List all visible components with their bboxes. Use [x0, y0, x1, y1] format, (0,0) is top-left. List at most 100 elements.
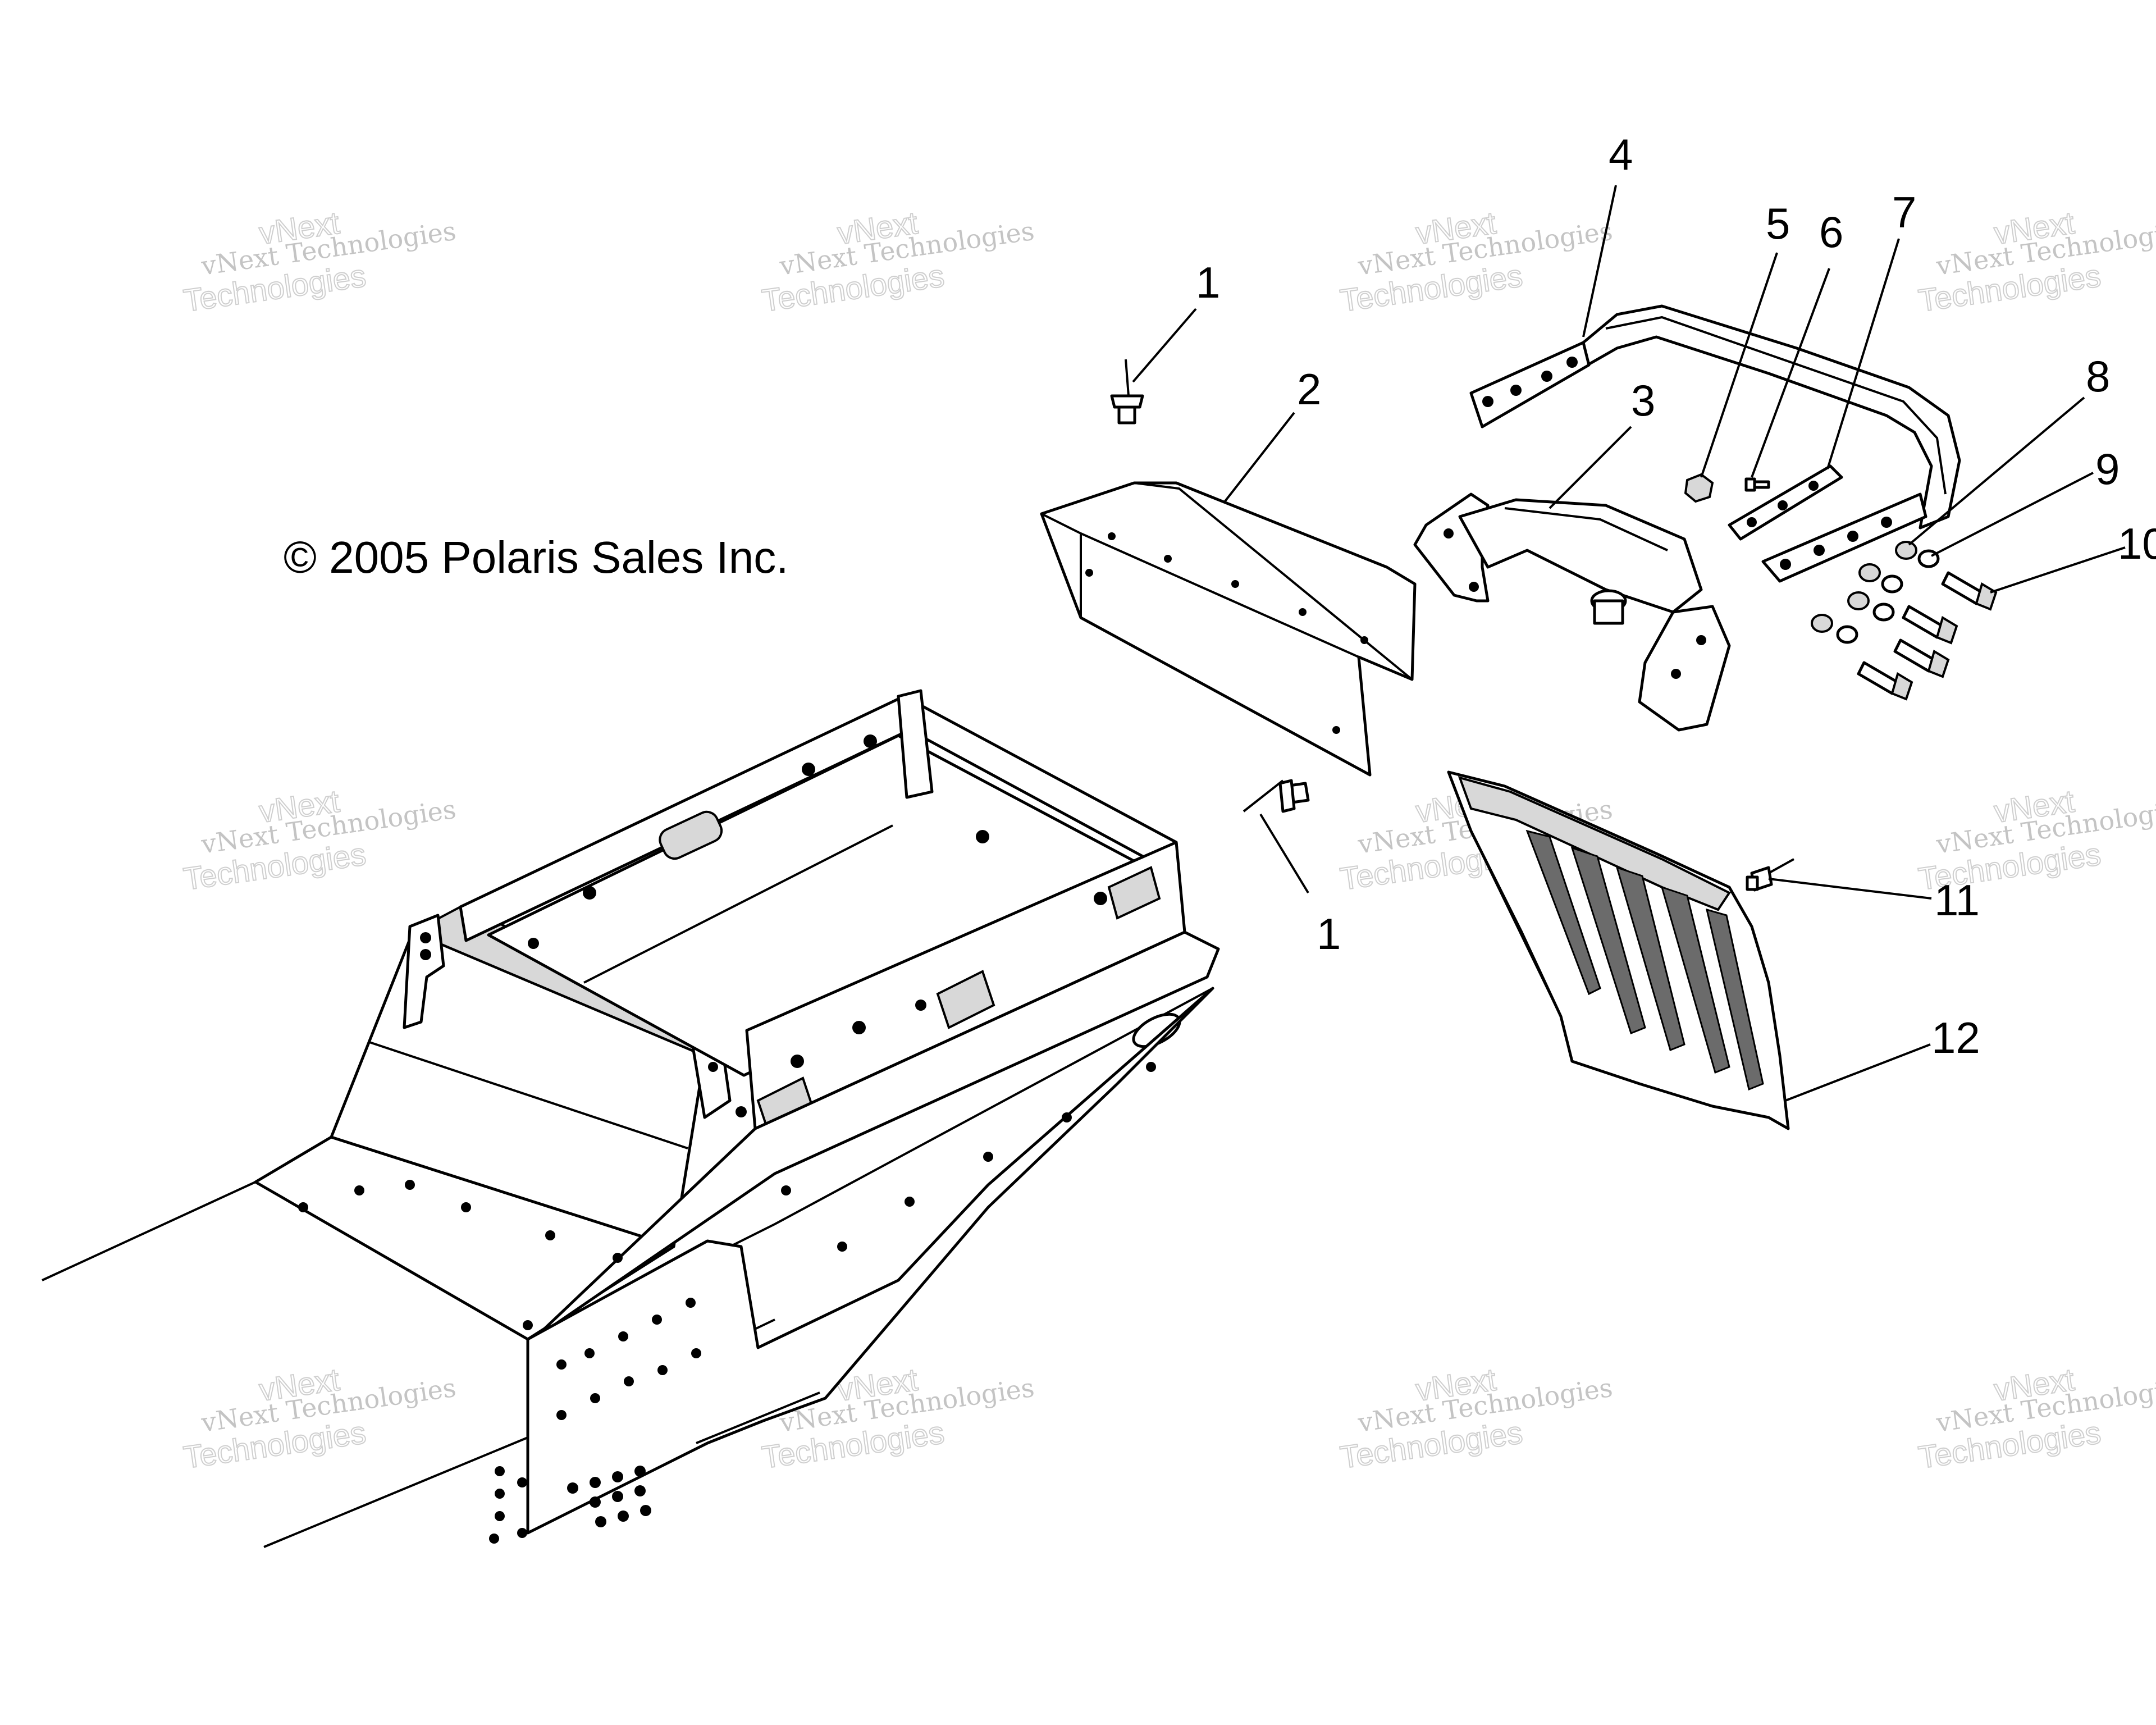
- rear-panel-body: [1040, 481, 1417, 777]
- bolt-head: [1890, 672, 1913, 701]
- seat-support-crease: [367, 1041, 688, 1149]
- rivet-pin: [1768, 858, 1794, 874]
- rivet-body: [1117, 405, 1136, 425]
- callout-3: 3: [1631, 376, 1655, 425]
- callout-11: 11: [1934, 875, 1980, 925]
- leader-10: [1990, 546, 2126, 594]
- bolt: [1857, 661, 1913, 701]
- leader-9: [1931, 472, 2094, 557]
- leader-12: [1785, 1043, 1931, 1102]
- part-1-push-rivet-lower: [1243, 779, 1310, 813]
- watermark: vNext vNext Technologies Technologies: [1337, 204, 1614, 318]
- part-7-clamp-plate: [1728, 464, 1843, 541]
- watermark: vNext vNext Technologies Technologies: [181, 1361, 458, 1475]
- bolt-hole: [420, 949, 431, 960]
- rivet-head: [1110, 394, 1144, 409]
- leader-2: [1223, 412, 1295, 504]
- rivet-pin: [1243, 779, 1284, 813]
- rivet-pin: [1125, 359, 1130, 396]
- bolt-shank: [1857, 661, 1899, 695]
- lock-washer: [1836, 625, 1858, 644]
- part-1-push-rivet-upper: [1110, 359, 1144, 425]
- hinge-plate-left: [403, 914, 445, 1029]
- bracket-tube-highlight: [1504, 507, 1668, 551]
- bumper-clamp-right: [1761, 492, 1927, 583]
- callout-5: 5: [1766, 199, 1790, 248]
- flap-left-edge: [1470, 830, 1573, 1062]
- bracket-tube: [1458, 498, 1703, 614]
- bolt-shank: [1941, 571, 1984, 605]
- watermark: vNext vNext Technologies Technologies: [1916, 1361, 2156, 1475]
- nut: [1684, 473, 1714, 503]
- bolt-head: [1927, 649, 1950, 678]
- rivet-head: [1278, 779, 1296, 813]
- lock-washer: [1872, 603, 1895, 622]
- latch-rear: [1107, 866, 1161, 920]
- bolt: [1941, 571, 1998, 611]
- leader-1-lower: [1259, 813, 1309, 894]
- copyright-notice: © 2005 Polaris Sales Inc.: [284, 532, 788, 582]
- bolt-head: [1975, 582, 1998, 611]
- panel-holes: [1085, 532, 1368, 734]
- watermark: vNext vNext Technologies Technologies: [181, 782, 458, 897]
- part-4-rear-bumper: [1469, 304, 1961, 583]
- box-floor-seam: [583, 824, 893, 984]
- screw-shank: [1753, 480, 1770, 489]
- part-2-rear-panel: [1040, 481, 1417, 777]
- bracket-hole: [1696, 635, 1706, 645]
- latch-right: [936, 970, 995, 1029]
- leader-11: [1768, 878, 1932, 900]
- washer: [1847, 591, 1870, 610]
- callout-12: 12: [1931, 1013, 1980, 1062]
- rear-panel-top-crease: [1134, 482, 1413, 681]
- callout-8: 8: [2086, 352, 2110, 401]
- part-12-snow-flap: [1447, 770, 1790, 1130]
- latch-slot-left: [659, 810, 723, 860]
- bumper-highlight: [1605, 316, 1947, 495]
- leader-8: [1908, 396, 2085, 546]
- callout-9: 9: [2095, 444, 2120, 494]
- rear-panel-tip: [1358, 656, 1371, 775]
- tunnel-side-bend: [740, 1246, 759, 1348]
- bracket-hole: [1671, 669, 1681, 679]
- bumper-tube: [1481, 304, 1961, 530]
- lock-washer: [1881, 574, 1903, 594]
- part-10-bolts: [1857, 571, 1998, 701]
- bracket-hole: [1469, 582, 1479, 592]
- bolt-shank: [1893, 638, 1936, 673]
- running-board-edge: [42, 1181, 256, 1281]
- callout-6: 6: [1819, 207, 1843, 257]
- tunnel-side-lip: [696, 1391, 820, 1444]
- bracket-boss-side: [1593, 599, 1624, 625]
- bolt-head: [1935, 615, 1958, 645]
- callout-7: 7: [1892, 188, 1916, 237]
- flap-ribs: [1525, 829, 1764, 1091]
- leader-5: [1700, 252, 1778, 478]
- leader-lines: [1132, 185, 2126, 1102]
- rear-tunnel-chassis: [42, 689, 1220, 1548]
- rivet-body: [1746, 875, 1759, 891]
- part-5-nut: [1684, 473, 1714, 503]
- tunnel-rivet-pattern: [298, 1062, 1156, 1544]
- bracket-hole: [1444, 528, 1454, 539]
- bolt: [1893, 638, 1950, 678]
- box-rear-flange: [897, 689, 934, 799]
- part-8-washers: [1811, 541, 1917, 633]
- bracket-right-flange: [1638, 605, 1731, 732]
- bolt-hole: [708, 1062, 718, 1072]
- leader-7: [1826, 238, 1900, 469]
- part-11-push-rivet: [1746, 858, 1794, 892]
- callout-2: 2: [1297, 364, 1321, 414]
- bolt: [1902, 605, 1958, 645]
- washer: [1811, 614, 1833, 633]
- flap-top-band: [1458, 776, 1731, 911]
- callout-1-upper: 1: [1196, 258, 1220, 307]
- watermark: vNext vNext Technologies Technologies: [1916, 204, 2156, 318]
- leader-4: [1582, 185, 1617, 337]
- leader-3: [1549, 426, 1632, 509]
- part-6-screw: [1744, 477, 1770, 492]
- callout-1-lower: 1: [1317, 909, 1341, 959]
- washer: [1895, 541, 1917, 560]
- bolt-shank: [1902, 605, 1944, 639]
